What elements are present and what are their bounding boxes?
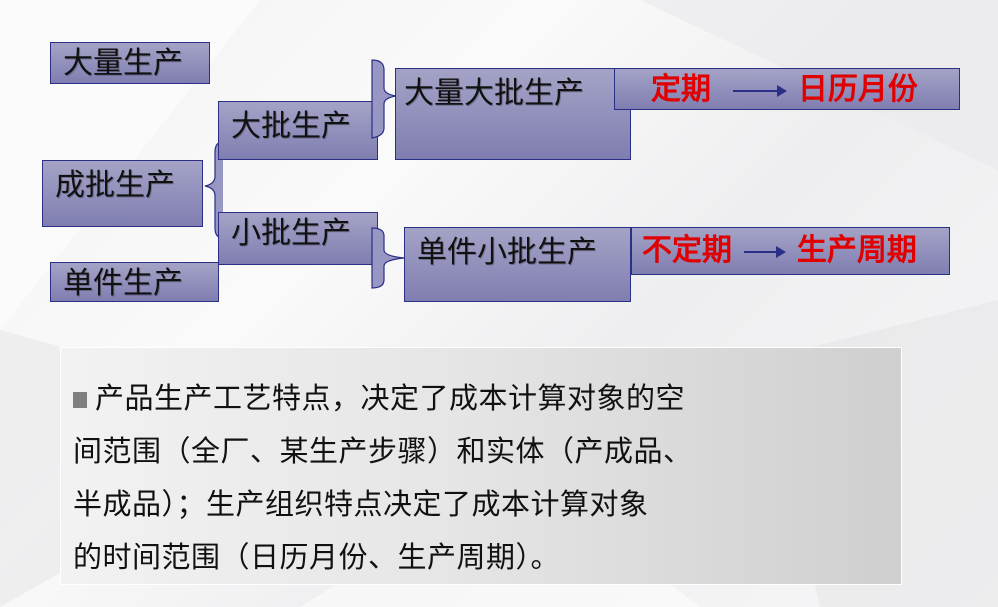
irregular-period-row: 不定期 生产周期 bbox=[642, 236, 917, 266]
note-panel: 产品生产工艺特点，决定了成本计算对象的空 间范围（全厂、某生产步骤）和实体（产成… bbox=[60, 347, 902, 585]
square-bullet-icon bbox=[73, 392, 87, 408]
brace-small-batch-icon bbox=[371, 227, 405, 289]
batch-production-box: 成批生产 bbox=[42, 160, 203, 227]
single-piece-production-label: 单件生产 bbox=[63, 266, 183, 301]
batch-production-label: 成批生产 bbox=[55, 168, 175, 203]
mass-large-batch-label: 大量大批生产 bbox=[404, 76, 584, 111]
single-piece-production-box: 单件生产 bbox=[50, 262, 219, 302]
note-line-4: 的时间范围（日历月份、生产周期）。 bbox=[73, 540, 561, 574]
single-small-batch-box: 单件小批生产 bbox=[404, 227, 631, 302]
large-batch-box: 大批生产 bbox=[218, 101, 378, 160]
small-batch-box: 小批生产 bbox=[218, 212, 378, 265]
arrow-right-icon bbox=[744, 245, 787, 258]
calendar-month-label: 日历月份 bbox=[797, 72, 918, 107]
large-batch-label: 大批生产 bbox=[231, 109, 351, 144]
production-cycle-label: 生产周期 bbox=[796, 233, 917, 268]
arrow-right-icon bbox=[733, 84, 788, 97]
note-line-1-text: 产品生产工艺特点，决定了成本计算对象的空 bbox=[95, 381, 686, 415]
note-line-1: 产品生产工艺特点，决定了成本计算对象的空 bbox=[73, 372, 889, 425]
note-line-3: 半成品）；生产组织特点决定了成本计算对象 bbox=[73, 487, 649, 521]
mass-production-box: 大量生产 bbox=[50, 42, 210, 84]
mass-large-batch-box: 大量大批生产 bbox=[395, 68, 631, 160]
irregular-period-box: 不定期 生产周期 bbox=[631, 227, 950, 275]
mass-production-label: 大量生产 bbox=[63, 46, 183, 81]
small-batch-label: 小批生产 bbox=[231, 216, 351, 251]
regular-period-box: 定期 日历月份 bbox=[614, 68, 960, 110]
irregular-period-label: 不定期 bbox=[642, 233, 732, 268]
note-line-2: 间范围（全厂、某生产步骤）和实体（产成品、 bbox=[73, 434, 693, 468]
regular-period-row: 定期 日历月份 bbox=[651, 75, 918, 105]
single-small-batch-label: 单件小批生产 bbox=[417, 235, 597, 270]
regular-period-label: 定期 bbox=[651, 72, 711, 107]
